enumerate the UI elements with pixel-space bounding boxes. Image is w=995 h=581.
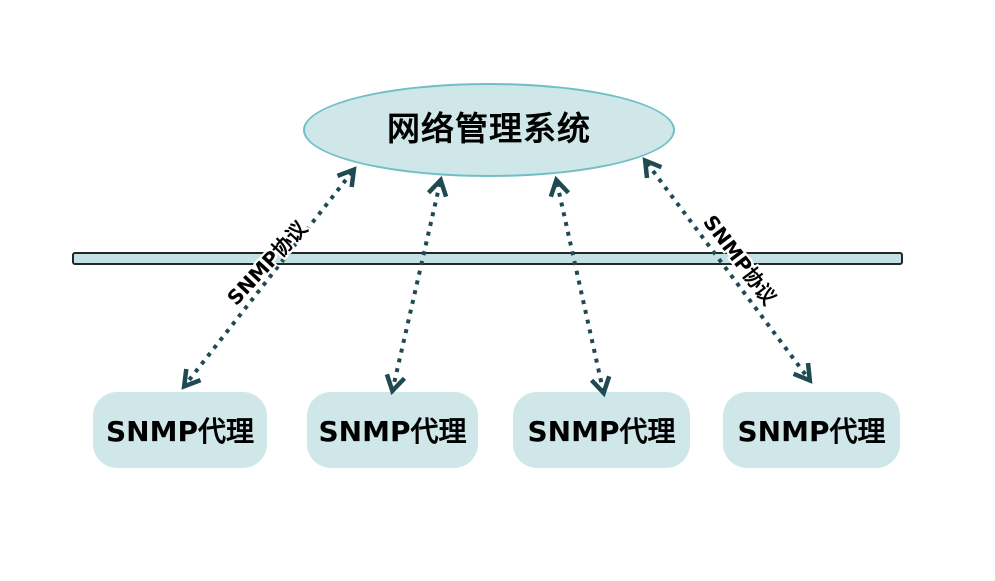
snmp-agent-node-3: SNMP代理 [513,392,690,468]
snmp-link-arrow-3 [548,175,612,398]
snmp-agent-node-1: SNMP代理 [93,392,267,468]
snmp-link-arrow-4 [642,157,813,384]
snmp-link-arrow-2 [384,175,449,396]
snmp-agent-node-4: SNMP代理 [723,392,900,468]
snmp-agent-label-3: SNMP代理 [527,415,676,448]
network-management-system-node: 网络管理系统 [303,83,675,177]
snmp-agent-label-4: SNMP代理 [737,415,886,448]
snmp-agent-label-2: SNMP代理 [318,415,467,448]
snmp-agent-label-1: SNMP代理 [106,415,254,448]
snmp-agent-node-2: SNMP代理 [307,392,478,468]
network-management-system-label: 网络管理系统 [387,109,591,148]
network-bus-bar [72,252,903,265]
